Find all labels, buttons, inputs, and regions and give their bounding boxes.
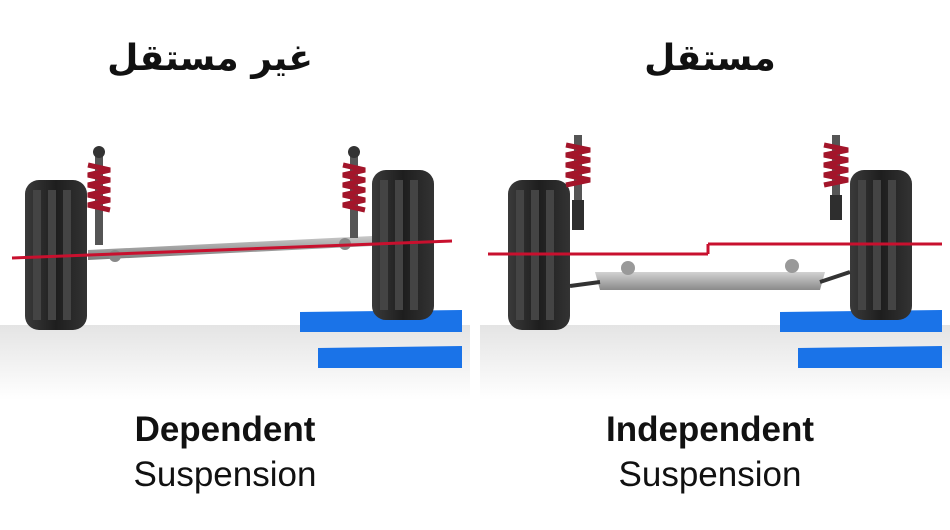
independent-subtitle: Suspension (618, 455, 802, 494)
ramp-lower (798, 346, 942, 368)
right-coil-spring (823, 135, 849, 220)
independent-panel: مستقل (480, 0, 950, 530)
left-control-arm (569, 280, 601, 288)
right-control-arm (819, 270, 851, 284)
reference-line (11, 239, 453, 260)
subframe (595, 272, 825, 290)
independent-suspension-illustration (480, 135, 950, 400)
right-mount (785, 259, 799, 273)
right-coil-spring (342, 146, 366, 238)
left-mount (109, 250, 121, 262)
dependent-subtitle: Suspension (133, 455, 317, 494)
dependent-panel: غير مستقل (0, 0, 470, 530)
dependent-arabic-title: غير مستقل (107, 38, 313, 79)
left-coil-spring (565, 135, 591, 230)
independent-arabic-title: مستقل (644, 38, 776, 79)
left-mount (621, 261, 635, 275)
solid-axle (88, 236, 372, 260)
dependent-suspension-illustration (0, 146, 470, 400)
dependent-title: Dependent (134, 410, 316, 449)
left-coil-spring (87, 146, 111, 245)
independent-title: Independent (605, 410, 815, 449)
ramp-lower (318, 346, 462, 368)
